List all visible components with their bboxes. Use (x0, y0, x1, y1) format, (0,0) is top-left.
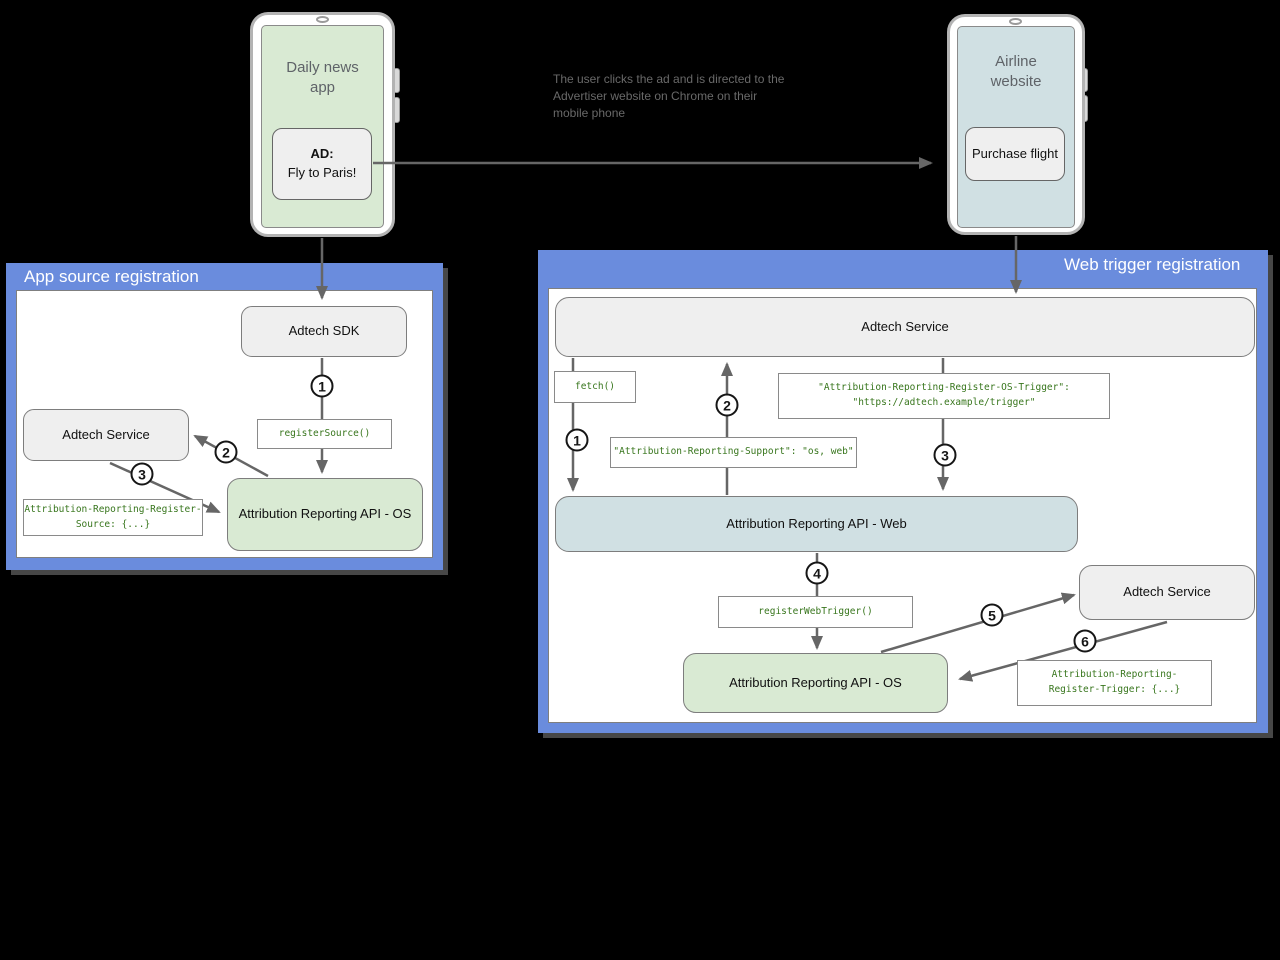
airline-website-title: Airline website (990, 53, 1042, 91)
web-trigger-panel-title: Web trigger registration (1064, 255, 1241, 274)
code-line: Attribution-Reporting- (1051, 669, 1178, 681)
node-adtech-sdk: Adtech SDK (241, 306, 407, 357)
step-badge-4-web: 4 (805, 561, 829, 585)
code-line: Attribution-Reporting-Register- (24, 503, 202, 515)
camera-icon (316, 16, 329, 23)
code-register-source-header: Attribution-Reporting-Register- Source: … (23, 499, 203, 536)
purchase-flight-label: Purchase flight (972, 145, 1058, 161)
node-adtech-service-app: Adtech Service (23, 409, 189, 461)
code-support-header: "Attribution-Reporting-Support": "os, we… (610, 437, 857, 468)
step-badge-1-app: 1 (310, 374, 334, 398)
code-register-os-trigger-header: "Attribution-Reporting-Register-OS-Trigg… (778, 373, 1110, 419)
camera-icon (1009, 18, 1022, 25)
code-line: "Attribution-Reporting-Register-OS-Trigg… (818, 382, 1070, 394)
step-badge-3-web: 3 (933, 443, 957, 467)
node-adtech-service-web-right: Adtech Service (1079, 565, 1255, 620)
code-line: "Attribution-Reporting-Support": "os, we… (613, 446, 854, 458)
code-register-source: registerSource() (257, 419, 392, 449)
code-line: registerWebTrigger() (758, 605, 873, 617)
user-click-annotation: The user clicks the ad and is directed t… (553, 72, 785, 120)
node-attribution-api-os-web: Attribution Reporting API - OS (683, 653, 948, 713)
code-line: "https://adtech.example/trigger" (852, 397, 1036, 408)
code-register-trigger-header: Attribution-Reporting- Register-Trigger:… (1017, 660, 1212, 706)
node-attribution-api-os-app: Attribution Reporting API - OS (227, 478, 423, 551)
app-source-panel-title: App source registration (24, 267, 199, 286)
code-fetch: fetch() (554, 371, 636, 403)
code-line: fetch() (574, 380, 616, 392)
node-adtech-service-web-top: Adtech Service (555, 297, 1255, 357)
step-badge-5-web: 5 (980, 603, 1004, 627)
code-register-web-trigger: registerWebTrigger() (718, 596, 913, 628)
daily-news-app-title: Daily news app (286, 59, 359, 97)
code-line: registerSource() (278, 427, 371, 439)
node-attribution-api-web: Attribution Reporting API - Web (555, 496, 1078, 552)
code-line: Source: {...} (75, 518, 151, 530)
step-badge-2-web: 2 (715, 393, 739, 417)
purchase-flight-button[interactable]: Purchase flight (965, 127, 1065, 181)
ad-text: Fly to Paris! (287, 165, 357, 180)
step-badge-1-web: 1 (565, 428, 589, 452)
step-badge-2-app: 2 (214, 440, 238, 464)
step-badge-6-web: 6 (1073, 629, 1097, 653)
code-line: Register-Trigger: {...} (1048, 684, 1181, 695)
ad-fly-to-paris[interactable]: AD: Fly to Paris! (272, 128, 372, 200)
ad-label: AD: (310, 146, 334, 162)
step-badge-3-app: 3 (130, 462, 154, 486)
